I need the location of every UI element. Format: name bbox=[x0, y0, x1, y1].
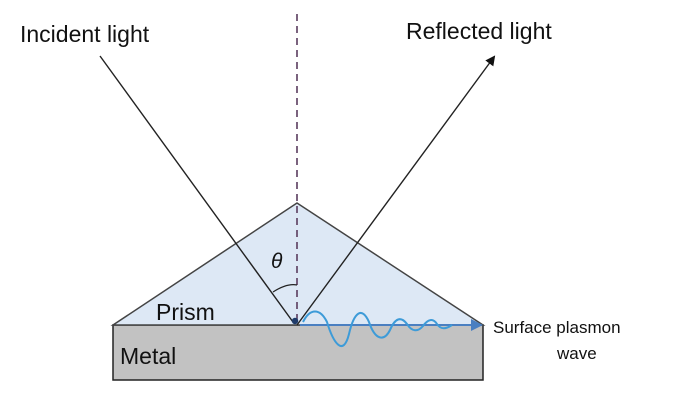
surface-plasmon-label-line2: wave bbox=[556, 344, 597, 363]
incident-light-label: Incident light bbox=[20, 21, 150, 47]
metal-layer bbox=[112, 324, 484, 381]
reflected-light-label: Reflected light bbox=[406, 18, 552, 44]
surface-plasmon-wave bbox=[302, 310, 453, 347]
reflected-ray bbox=[296, 55, 496, 326]
prism bbox=[110, 202, 486, 326]
contact-point bbox=[291, 317, 299, 325]
incident-ray bbox=[99, 55, 294, 323]
angle-arc bbox=[272, 284, 298, 293]
theta-label: θ bbox=[271, 250, 283, 273]
metal-label: Metal bbox=[120, 343, 176, 369]
prism-label: Prism bbox=[156, 299, 215, 325]
surface-plasmon-label-line1: Surface plasmon bbox=[493, 318, 621, 337]
